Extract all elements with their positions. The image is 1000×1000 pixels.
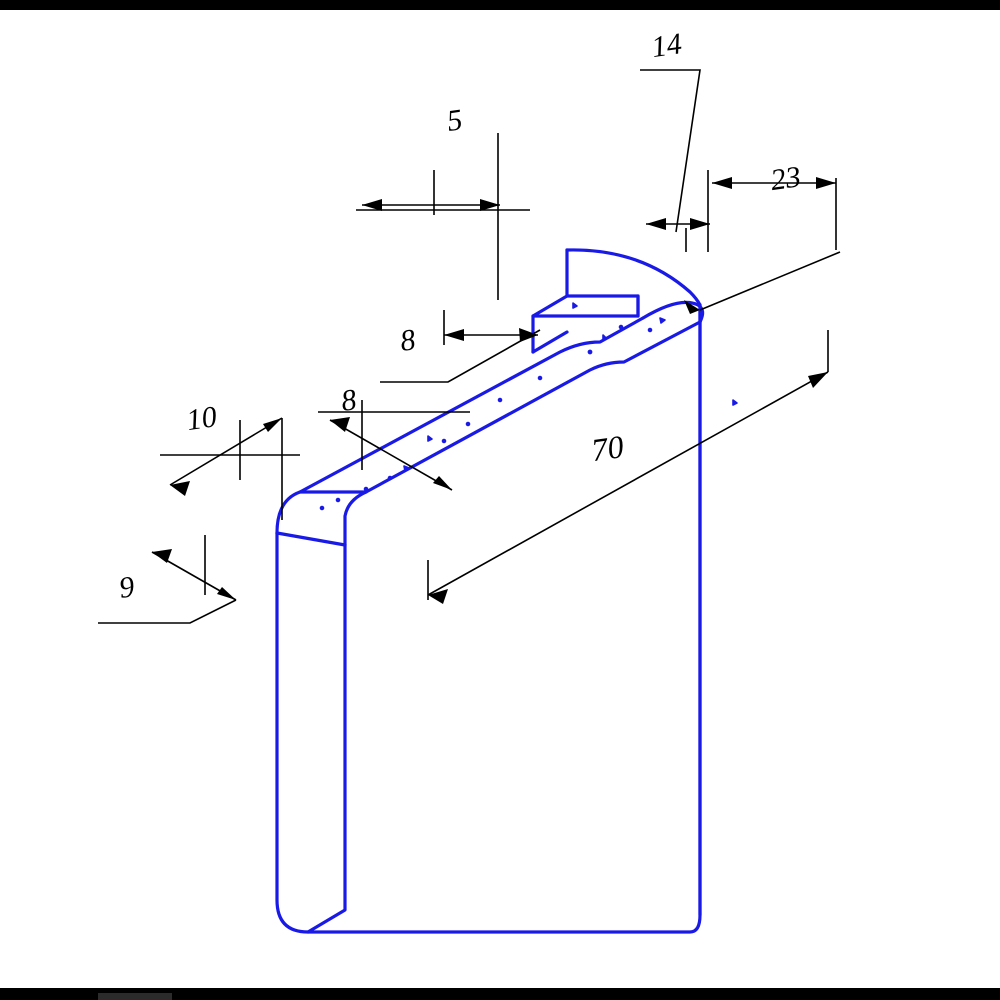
dim-line-10: [169, 417, 283, 486]
dim-label-23: 23: [769, 160, 803, 197]
dim-label-14: 14: [650, 27, 684, 64]
leader-9: [98, 599, 237, 624]
taskbar-chip: [98, 993, 172, 1000]
top-letterbox-bar: [0, 0, 1000, 10]
plate-front-face: [275, 303, 702, 934]
plate-top-face-band: [275, 316, 645, 535]
part-outline: [275, 248, 738, 934]
plate-bottom-left-corner: [306, 543, 347, 934]
drawing-sheet: [0, 10, 1000, 988]
dim-line-8-lower: [329, 419, 453, 491]
top-face-speckles: [319, 302, 738, 511]
long-guide-right: [699, 251, 841, 311]
dim-label-9: 9: [117, 570, 136, 605]
dim-label-8-lower: 8: [339, 383, 358, 418]
dim-label-8-upper: 8: [398, 323, 417, 358]
top-lug-right: [565, 248, 702, 307]
leader-8-upper: [380, 329, 541, 383]
top-lug-base-edge: [531, 330, 569, 354]
plate-top-face-band-inner: [343, 320, 702, 547]
plate-top-right-nose: [641, 300, 705, 324]
dim-label-10: 10: [185, 400, 219, 437]
plate-top-front-edge: [275, 531, 347, 547]
dimension-labels: 14 5 23 8 8 10 70 9: [117, 27, 803, 605]
dim-line-70: [427, 371, 829, 596]
dimension-arrowheads: [152, 177, 836, 604]
leader-14: [640, 69, 701, 233]
dim-label-70: 70: [589, 428, 626, 468]
dim-label-5: 5: [445, 103, 464, 138]
dimension-lines: [98, 69, 841, 624]
bottom-letterbox-bar: [0, 988, 1000, 1000]
